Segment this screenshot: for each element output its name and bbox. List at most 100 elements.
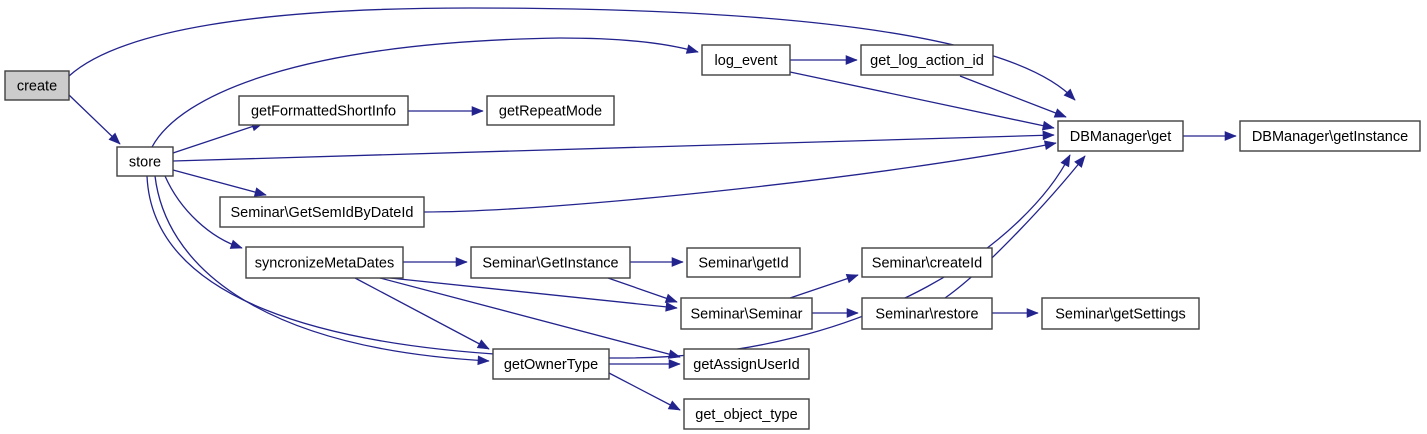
edge-line bbox=[172, 122, 264, 154]
arrowhead-icon bbox=[1041, 120, 1055, 131]
arrowhead-icon bbox=[668, 359, 681, 369]
node-get_object_type[interactable]: get_object_type bbox=[683, 398, 810, 430]
node-box[interactable] bbox=[861, 297, 993, 330]
node-label: Seminar\GetSemIdByDateId bbox=[231, 205, 414, 221]
edge-line bbox=[608, 372, 681, 411]
edge-SeminarRestore-to-SeminarGetSettings bbox=[992, 308, 1039, 318]
node-label: create bbox=[17, 78, 57, 94]
edge-SeminarGetInstance-to-SeminarGetId bbox=[630, 257, 684, 267]
node-store[interactable]: store bbox=[116, 146, 174, 177]
node-box[interactable] bbox=[4, 70, 70, 101]
node-box[interactable] bbox=[245, 246, 404, 279]
arrowhead-icon bbox=[667, 400, 681, 411]
arrowhead-icon bbox=[667, 349, 681, 359]
arrowhead-icon bbox=[1063, 88, 1076, 101]
edge-getOwnerType-to-getAssignUserId bbox=[609, 359, 681, 369]
arrowhead-icon bbox=[1042, 130, 1055, 141]
node-get_log_action_id[interactable]: get_log_action_id bbox=[860, 44, 994, 76]
node-box[interactable] bbox=[861, 247, 993, 278]
node-box[interactable] bbox=[219, 196, 425, 228]
node-box[interactable] bbox=[860, 44, 994, 76]
edge-syncronizeMetaDates-to-SeminarGetInstance bbox=[403, 257, 468, 267]
node-DBManagerGet[interactable]: DBManager\get bbox=[1057, 120, 1184, 152]
edge-SeminarSeminar-to-SeminarRestore bbox=[812, 308, 859, 318]
node-box[interactable] bbox=[486, 95, 615, 126]
node-label: Seminar\getSettings bbox=[1055, 306, 1186, 322]
edge-syncronizeMetaDates-to-SeminarSeminar bbox=[389, 277, 678, 312]
edge-SeminarGetInstance-to-SeminarSeminar bbox=[607, 277, 678, 303]
edge-syncronizeMetaDates-to-getAssignUserId bbox=[379, 277, 681, 359]
nodes-layer: create store getFormattedShortInfo getRepea… bbox=[4, 44, 1421, 430]
node-box[interactable] bbox=[686, 247, 801, 278]
edge-line bbox=[959, 75, 1067, 118]
arrowhead-icon bbox=[477, 355, 490, 366]
arrowhead-icon bbox=[664, 293, 678, 303]
arrowhead-icon bbox=[455, 257, 468, 267]
edge-store-to-syncronizeMetaDates bbox=[164, 175, 243, 249]
edge-log_event-to-get_log_action_id bbox=[790, 55, 858, 65]
edge-line bbox=[423, 142, 1057, 213]
node-SeminarGetSemIdByDateId[interactable]: Seminar\GetSemIdByDateId bbox=[219, 196, 425, 228]
node-getFormattedShortInfo[interactable]: getFormattedShortInfo bbox=[238, 95, 409, 126]
arrowhead-icon bbox=[846, 308, 859, 318]
node-getOwnerType[interactable]: getOwnerType bbox=[492, 348, 610, 380]
node-SeminarGetInstance[interactable]: Seminar\GetInstance bbox=[470, 246, 631, 279]
arrowhead-icon bbox=[845, 274, 859, 284]
node-label: Seminar\getId bbox=[698, 255, 788, 271]
arrowhead-icon bbox=[476, 339, 490, 350]
node-DBManagerGetInstance[interactable]: DBManager\getInstance bbox=[1239, 120, 1421, 152]
arrowhead-icon bbox=[108, 132, 121, 145]
node-box[interactable] bbox=[683, 348, 810, 380]
node-box[interactable] bbox=[680, 297, 813, 330]
node-box[interactable] bbox=[238, 95, 409, 126]
arrowhead-icon bbox=[1060, 154, 1071, 168]
edge-line bbox=[789, 274, 859, 299]
edge-DBManagerGet-to-DBManagerGetInstance bbox=[1183, 131, 1237, 141]
node-label: getAssignUserId bbox=[693, 357, 799, 373]
edge-store-to-getOwnerType bbox=[154, 175, 490, 366]
node-SeminarCreateId[interactable]: Seminar\createId bbox=[861, 247, 993, 278]
arrowhead-icon bbox=[1224, 131, 1237, 141]
arrowhead-icon bbox=[845, 55, 858, 65]
node-label: Seminar\createId bbox=[872, 255, 982, 271]
node-box[interactable] bbox=[492, 348, 610, 380]
node-label: getOwnerType bbox=[504, 357, 598, 373]
node-SeminarSeminar[interactable]: Seminar\Seminar bbox=[680, 297, 813, 330]
node-box[interactable] bbox=[116, 146, 174, 177]
edge-syncronizeMetaDates-to-getOwnerType bbox=[354, 277, 490, 350]
node-SeminarGetSettings[interactable]: Seminar\getSettings bbox=[1041, 297, 1200, 330]
edge-line bbox=[151, 37, 699, 148]
edge-store-to-SeminarGetSemIdByDateId bbox=[172, 169, 267, 197]
node-SeminarGetId[interactable]: Seminar\getId bbox=[686, 247, 801, 278]
arrowhead-icon bbox=[665, 302, 678, 312]
node-label: get_object_type bbox=[695, 407, 797, 423]
edge-line bbox=[789, 71, 1055, 129]
node-SeminarRestore[interactable]: Seminar\restore bbox=[861, 297, 993, 330]
node-getRepeatMode[interactable]: getRepeatMode bbox=[486, 95, 615, 126]
node-label: getFormattedShortInfo bbox=[251, 103, 396, 119]
node-label: syncronizeMetaDates bbox=[255, 255, 394, 271]
edge-SeminarGetSemIdByDateId-to-DBManagerGet bbox=[423, 140, 1057, 213]
node-box[interactable] bbox=[1239, 120, 1421, 152]
arrowhead-icon bbox=[253, 187, 267, 197]
edge-log_event-to-DBManagerGet bbox=[789, 71, 1055, 131]
node-getAssignUserId[interactable]: getAssignUserId bbox=[683, 348, 810, 380]
edge-line bbox=[607, 277, 678, 303]
node-box[interactable] bbox=[1057, 120, 1184, 152]
edge-line bbox=[389, 277, 678, 309]
node-box[interactable] bbox=[1041, 297, 1200, 330]
node-log_event[interactable]: log_event bbox=[701, 44, 791, 76]
node-label: store bbox=[129, 154, 161, 170]
node-box[interactable] bbox=[683, 398, 810, 430]
node-label: Seminar\GetInstance bbox=[482, 255, 618, 271]
node-label: DBManager\get bbox=[1070, 129, 1172, 145]
edge-store-to-DBManagerGet bbox=[172, 130, 1055, 162]
node-box[interactable] bbox=[470, 246, 631, 279]
edge-line bbox=[68, 94, 121, 145]
node-create[interactable]: create bbox=[4, 70, 70, 101]
node-label: getRepeatMode bbox=[499, 103, 602, 119]
node-box[interactable] bbox=[701, 44, 791, 76]
node-syncronizeMetaDates[interactable]: syncronizeMetaDates bbox=[245, 246, 404, 279]
